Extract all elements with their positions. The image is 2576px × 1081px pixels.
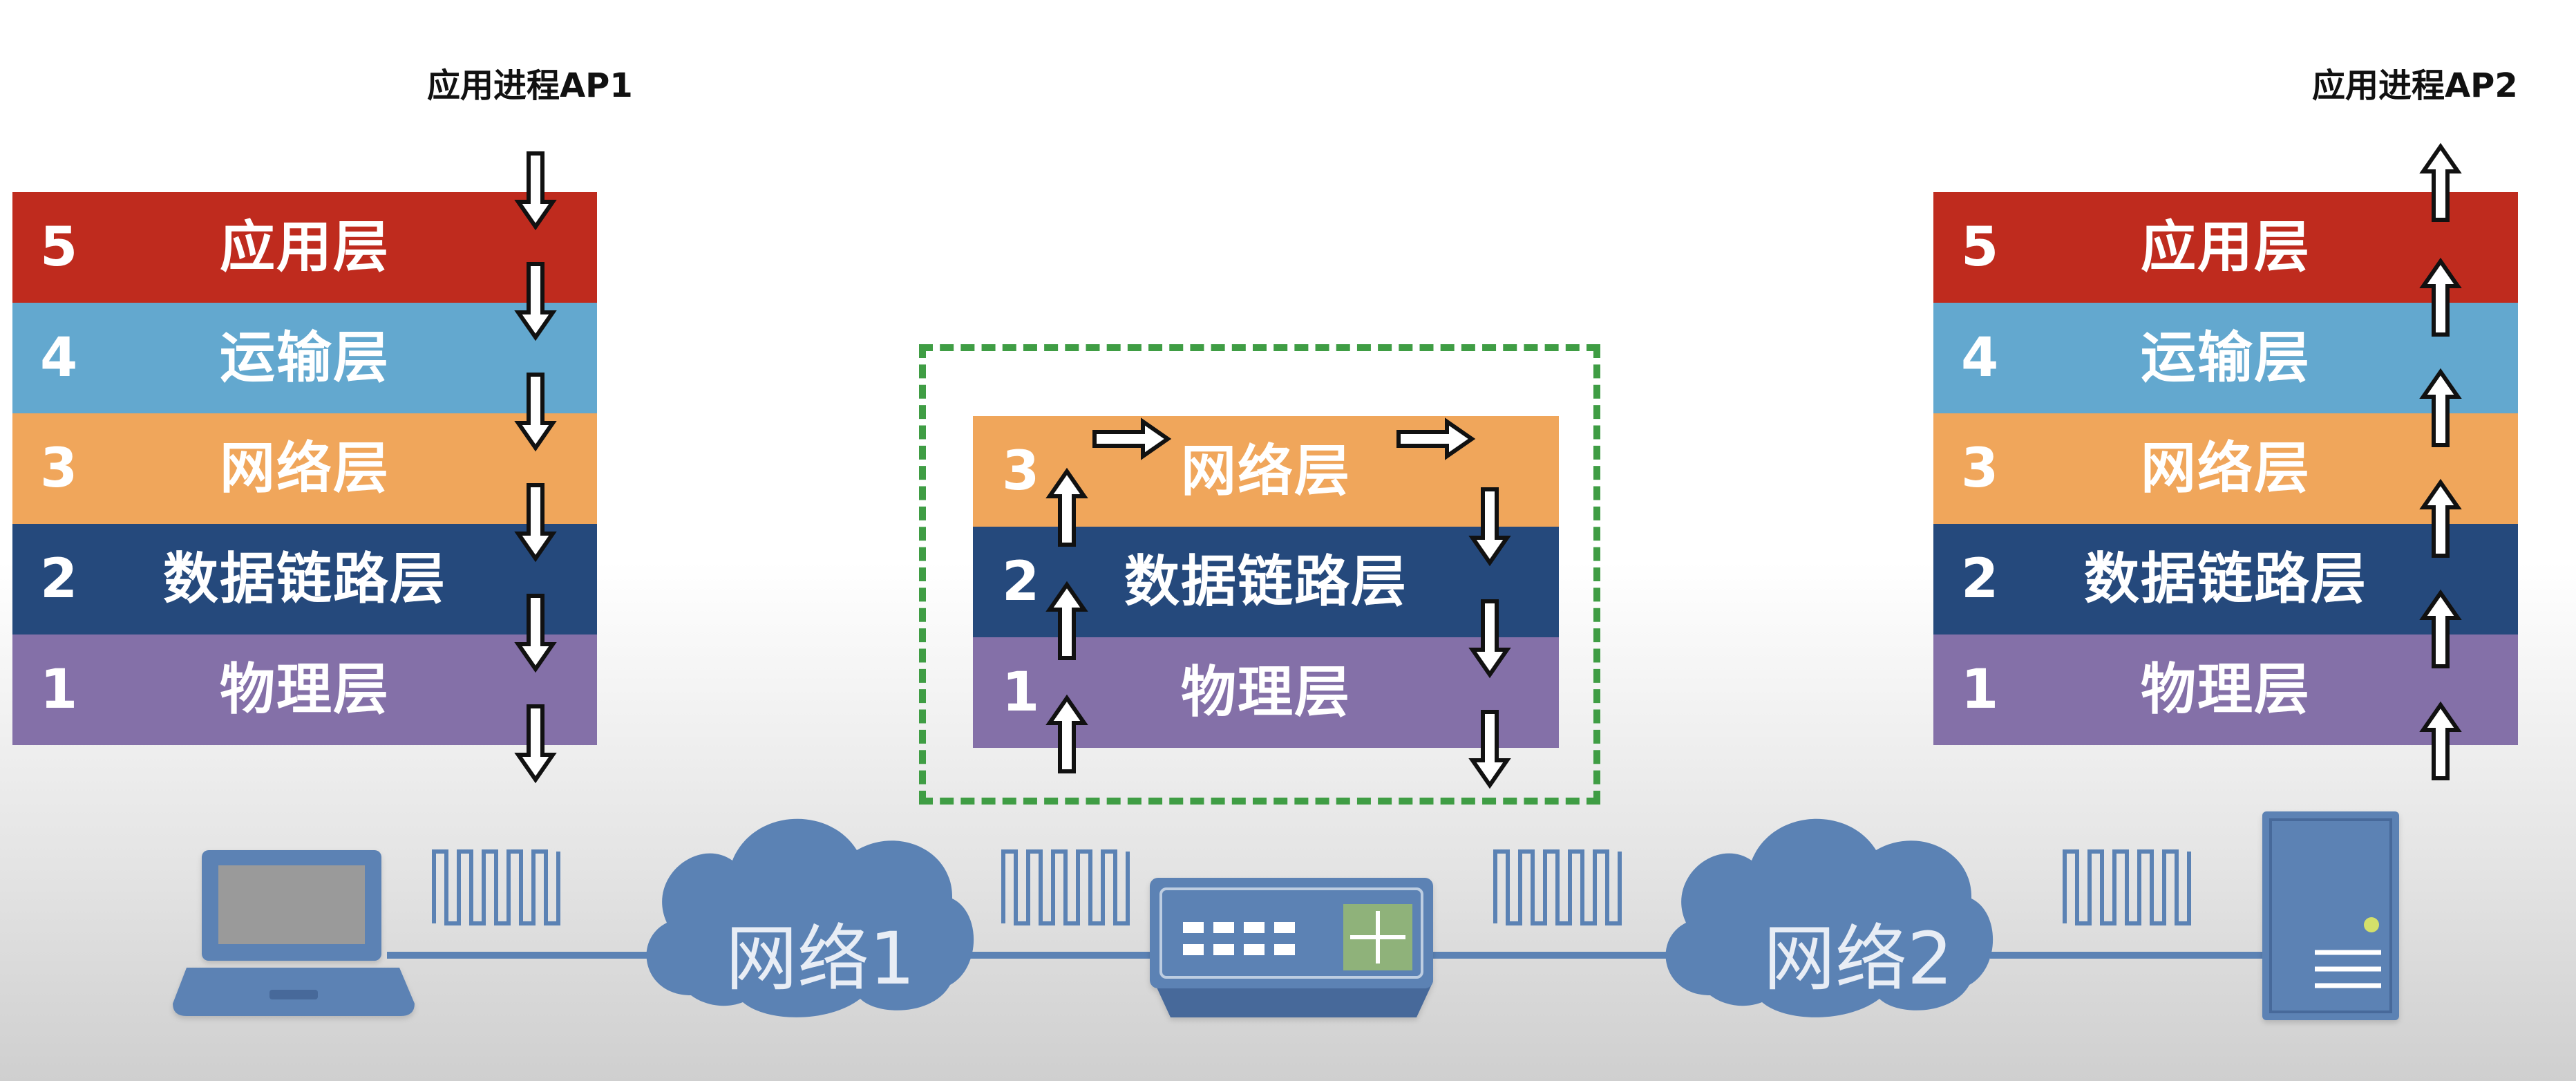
layer-name: 应用层 [220,215,390,279]
layer-number: 4 [40,327,78,389]
network1-label: 网络1 [726,916,916,1001]
ap1-label: 应用进程AP1 [427,66,633,105]
arrow-down-icon [514,594,557,673]
layer-name: 物理层 [1181,660,1351,724]
layer-name: 物理层 [220,657,390,722]
arrow-up-icon [2419,257,2462,337]
arrow-down-icon [514,151,557,231]
signal-wave-icon [2063,849,2191,925]
layer-name: 运输层 [2141,326,2311,390]
layer-name: 应用层 [2141,215,2311,279]
layer-network: 3 网络层 [12,413,597,524]
layer-number: 3 [1002,440,1040,502]
layer-number: 2 [40,548,78,610]
layer-number: 3 [40,438,78,500]
layer-number: 3 [1961,438,1999,500]
layer-number: 2 [1002,551,1040,613]
layer-name: 数据链路层 [1124,549,1408,614]
layer-transport: 4 运输层 [1933,303,2518,413]
host-right-stack: 5 应用层 4 运输层 3 网络层 2 数据链路层 1 物理层 [1933,192,2518,745]
layer-number: 5 [40,216,78,279]
arrow-up-icon [2419,701,2462,780]
router-boundary [919,344,1600,805]
arrow-up-icon [1045,467,1088,547]
layer-application: 5 应用层 [12,192,597,303]
layer-number: 1 [40,659,78,721]
signal-wave-icon [1493,849,1622,925]
server-icon [2262,811,2399,1020]
arrow-up-icon [1045,694,1088,773]
layer-number: 5 [1961,216,1999,279]
arrow-down-icon [1468,710,1511,789]
layer-application: 5 应用层 [1933,192,2518,303]
cloud-icon [646,818,974,1017]
ap2-label: 应用进程AP2 [2312,66,2518,105]
network2-label: 网络2 [1763,916,1953,1001]
layer-number: 1 [1002,661,1040,724]
layer-name: 网络层 [1181,439,1351,503]
host-left-stack: 5 应用层 4 运输层 3 网络层 2 数据链路层 1 物理层 [12,192,597,745]
arrow-up-icon [1045,581,1088,660]
layer-datalink: 2 数据链路层 [12,524,597,634]
layer-network: 3 网络层 [1933,413,2518,524]
arrow-up-icon [2419,368,2462,447]
layer-number: 1 [1961,659,1999,721]
arrow-down-icon [1468,487,1511,567]
arrow-down-icon [514,704,557,784]
layer-name: 运输层 [220,326,390,390]
arrow-right-icon [1092,417,1172,460]
arrow-down-icon [514,262,557,341]
arrow-up-icon [2419,478,2462,558]
layer-physical: 1 物理层 [12,634,597,745]
layer-name: 网络层 [220,436,390,500]
arrow-right-icon [1396,417,1476,460]
arrow-down-icon [514,483,557,563]
layer-number: 4 [1961,327,1999,389]
arrow-down-icon [1468,599,1511,679]
layer-physical: 1 物理层 [1933,634,2518,745]
layer-number: 2 [1961,548,1999,610]
signal-wave-icon [1001,849,1130,925]
arrow-down-icon [514,373,557,452]
layer-transport: 4 运输层 [12,303,597,413]
layer-name: 物理层 [2141,657,2311,722]
laptop-icon [173,850,415,1016]
arrow-up-icon [2419,142,2462,222]
signal-wave-icon [432,849,560,925]
signal-wave-icon [432,849,2191,925]
layer-datalink: 2 数据链路层 [1933,524,2518,634]
cloud-icon [1665,818,1993,1017]
flow-arrows [514,142,2462,789]
arrow-up-icon [2419,589,2462,668]
router-icon [1150,878,1433,1017]
layer-name: 网络层 [2141,436,2311,500]
layer-name: 数据链路层 [2084,547,2367,611]
layer-name: 数据链路层 [163,547,446,611]
